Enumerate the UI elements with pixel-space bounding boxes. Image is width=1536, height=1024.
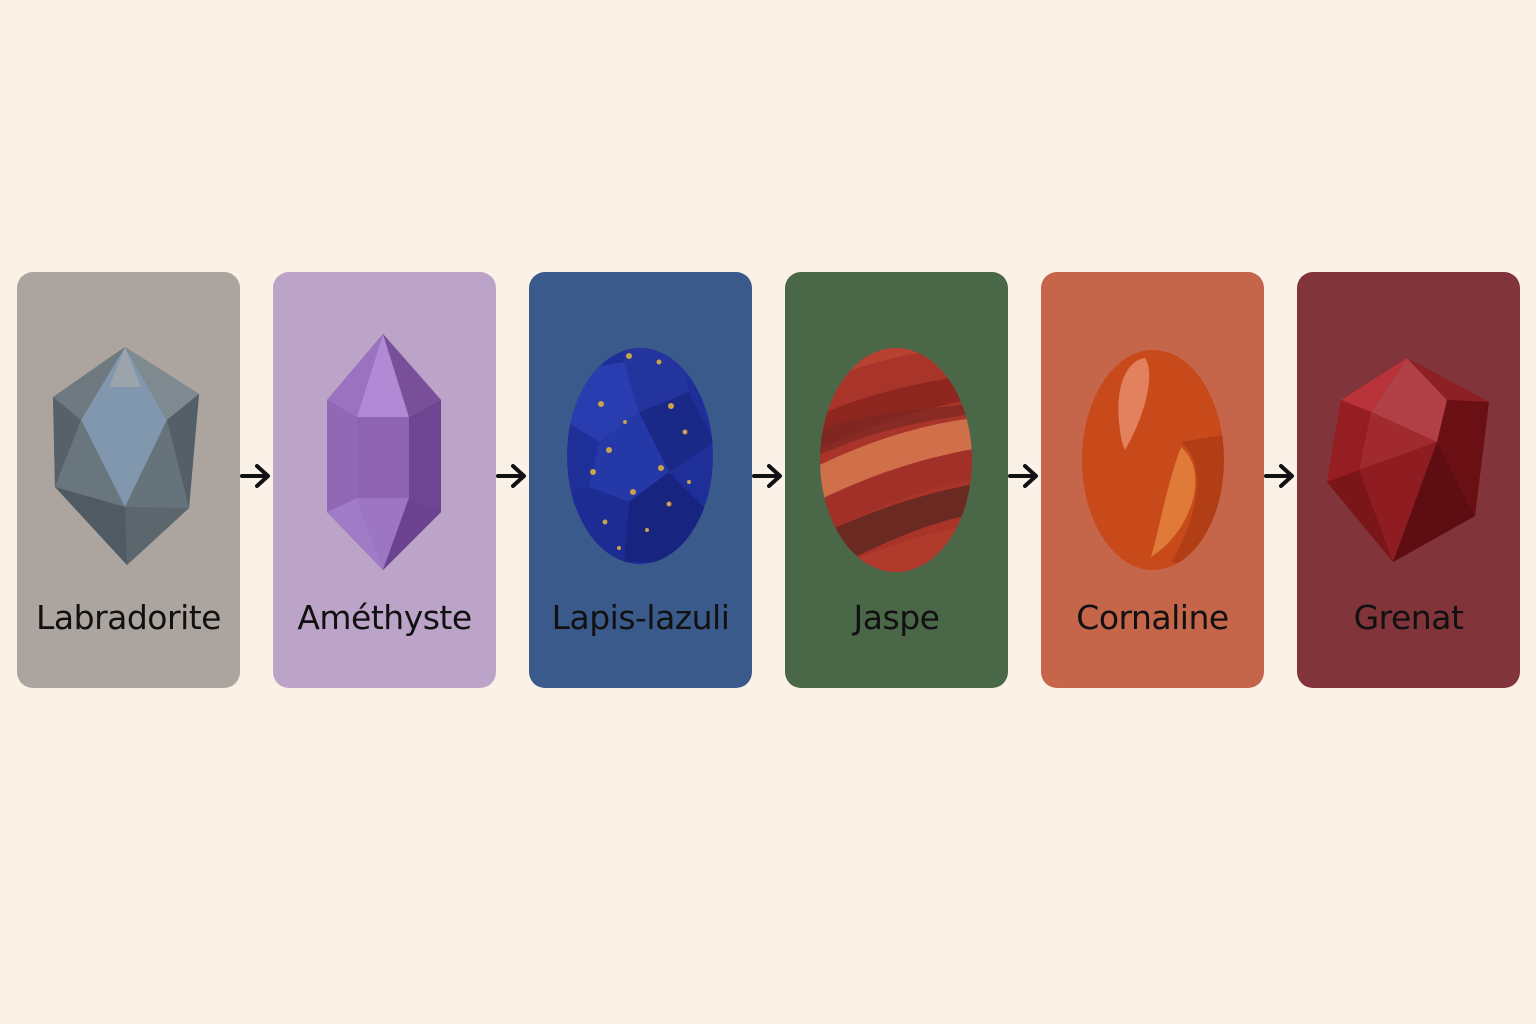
garnet-gem-icon: [1327, 358, 1489, 562]
amethyst-crystal-icon: [327, 334, 441, 570]
stone-label: Jaspe: [853, 598, 940, 637]
stone-label: Grenat: [1353, 598, 1464, 637]
lapis-lazuli-oval-icon: [567, 348, 713, 564]
stone-card-jaspe: Jaspe: [785, 272, 1008, 688]
arrow-right-icon: [496, 464, 526, 488]
stone-label: Améthyste: [297, 598, 472, 637]
stone-card-labradorite: Labradorite: [17, 272, 240, 688]
arrow-right-icon: [1264, 464, 1294, 488]
stone-card-cornaline: Cornaline: [1041, 272, 1264, 688]
arrow-right-icon: [240, 464, 270, 488]
arrow-right-icon: [1008, 464, 1038, 488]
jasper-oval-icon: [820, 348, 972, 572]
stone-card-grenat: Grenat: [1297, 272, 1520, 688]
stone-card-amethyste: Améthyste: [273, 272, 496, 688]
labradorite-gem-icon: [53, 347, 199, 565]
stone-card-lapis-lazuli: Lapis-lazuli: [529, 272, 752, 688]
carnelian-oval-icon: [1082, 350, 1224, 570]
stone-label: Cornaline: [1076, 598, 1229, 637]
stone-label: Lapis-lazuli: [551, 598, 730, 637]
arrow-right-icon: [752, 464, 782, 488]
stone-label: Labradorite: [36, 598, 221, 637]
